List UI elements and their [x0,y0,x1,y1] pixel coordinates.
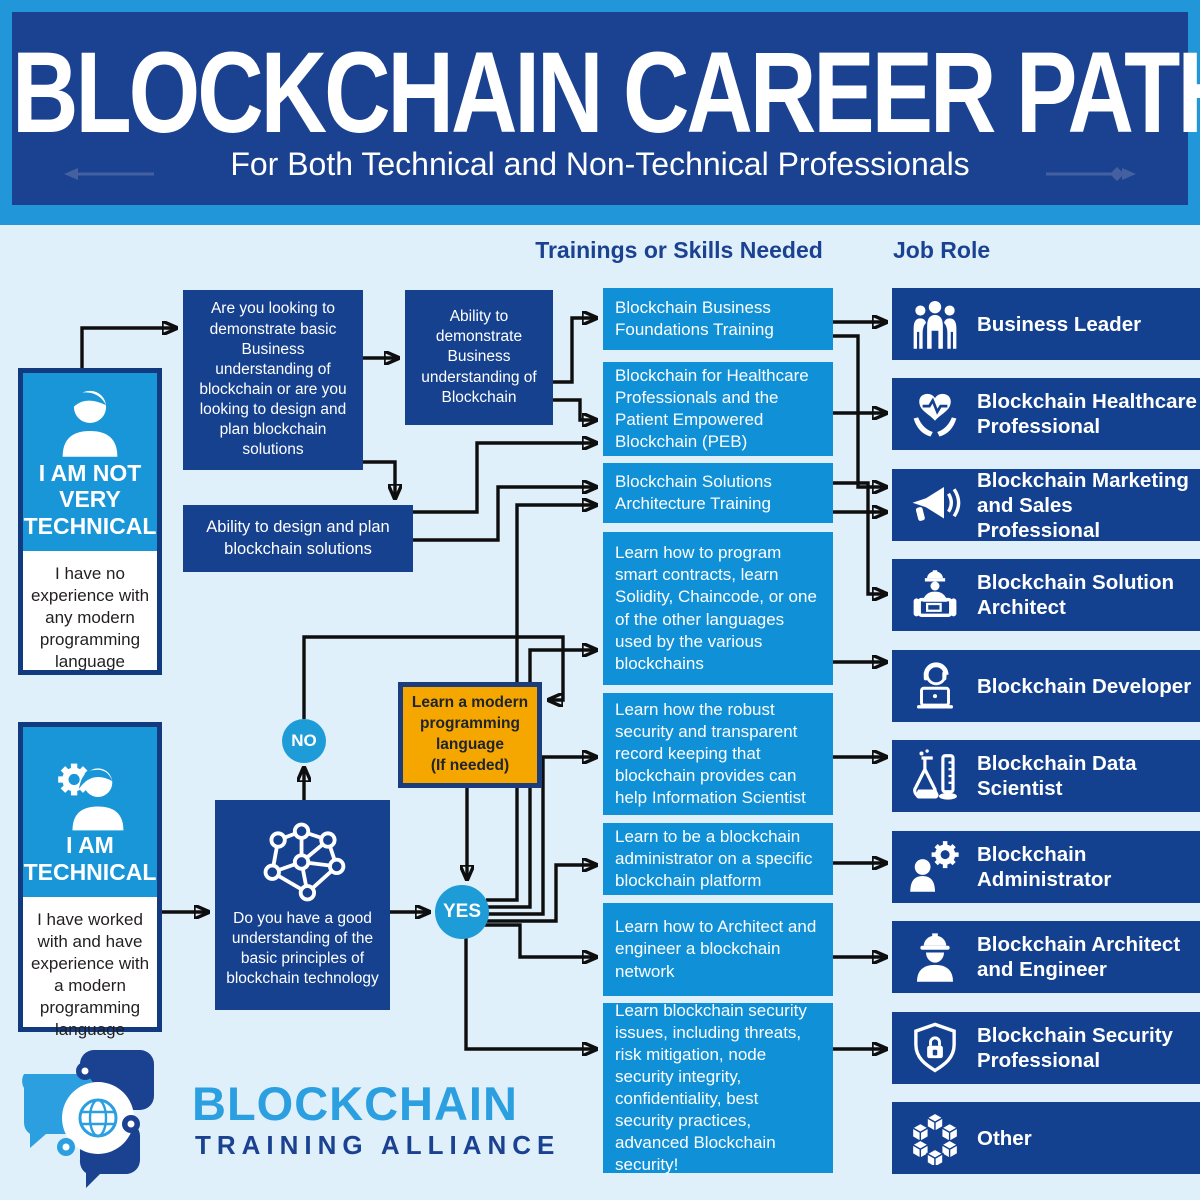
job-role-marketing-sales: Blockchain Marketing and Sales Professio… [892,468,1200,542]
learn-language-note: (If needed) [430,756,510,774]
learn-language-box: Learn a modern programming language (If … [398,682,542,788]
job-role-label: Blockchain Marketing and Sales Professio… [977,468,1189,542]
job-role-label: Blockchain Architect and Engineer [977,933,1181,981]
shield-lock-icon [914,1022,956,1073]
trainings-column-header: Trainings or Skills Needed [535,237,823,263]
training-box-6: Learn to be a blockchain administrator o… [603,823,833,895]
developer-laptop-icon [917,662,953,709]
training-box-7: Learn how to Architect and engineer a bl… [603,903,833,996]
ability-design-box: Ability to design and plan blockchain so… [183,505,413,572]
ability-demonstrate-box: Ability to demonstrate Business understa… [405,290,553,425]
question-principles-text: Do you have a good understanding of the … [226,909,379,988]
logo-wordmark: BLOCKCHAIN [192,1077,518,1130]
job-role-label: Blockchain Developer [977,674,1192,698]
job-role-label: Blockchain Administrator [977,843,1112,891]
job-role-column-header: Job Role [893,237,991,263]
job-role-label: Blockchain Security Professional [977,1024,1173,1072]
heart-hands-icon [913,393,957,437]
flask-cylinder-icon [913,749,957,800]
training-box-5: Learn how the robust security and transp… [603,693,833,815]
profile-label: I AM TECHNICAL [23,832,157,885]
profile-not-technical-header: I AM NOT VERY TECHNICAL [23,373,157,551]
no-decision-circle: NO [282,719,326,763]
gear-person-icon [58,763,124,831]
job-role-developer: Blockchain Developer [892,650,1200,722]
profile-label: I AM NOT VERY TECHNICAL [23,459,157,539]
question-principles-box: Do you have a good understanding of the … [215,800,390,1010]
page-subtitle: For Both Technical and Non-Technical Pro… [230,146,970,182]
job-role-label: Other [977,1126,1032,1150]
logo-subname: TRAINING ALLIANCE [195,1130,561,1160]
network-icon [263,822,345,902]
job-role-business-leader: Business Leader [892,288,1200,360]
job-role-architect-engineer: Blockchain Architect and Engineer [892,921,1200,993]
person-icon [62,390,118,457]
profile-technical: I AM TECHNICAL I have worked with and ha… [18,722,162,1039]
learn-language-text: Learn a modern programming language [411,694,529,753]
job-role-label: Blockchain Healthcare Professional [977,390,1197,438]
training-box-1: Blockchain Business Foundations Training [603,288,833,350]
architect-blueprint-icon [913,570,957,617]
training-box-2: Blockchain for Healthcare Professionals … [603,362,833,456]
profile-not-technical: I AM NOT VERY TECHNICAL I have no experi… [18,368,162,675]
training-box-8: Learn blockchain security issues, includ… [603,1001,833,1174]
megaphone-icon [912,487,961,521]
training-box-4: Learn how to program smart contracts, le… [603,532,833,685]
business-leader-group-icon [913,300,957,349]
job-role-healthcare-professional: Blockchain Healthcare Professional [892,378,1200,450]
job-role-administrator: Blockchain Administrator [892,831,1200,903]
training-box-3: Blockchain Solutions Architecture Traini… [603,463,833,523]
page-title: BLOCKCHAIN CAREER PATHS [12,29,1200,157]
job-role-other: Other [892,1102,1200,1174]
question-business-box: Are you looking to demonstrate basic Bus… [183,290,363,470]
right-divider-arrow-icon [1046,167,1136,181]
job-role-label: Business Leader [977,312,1142,336]
profile-description: I have no experience with any modern pro… [30,564,150,672]
hardhat-worker-icon [917,933,953,982]
job-role-label: Blockchain Solution Architect [977,571,1175,619]
cubes-icon [911,1112,959,1165]
profile-technical-header: I AM TECHNICAL [23,727,157,897]
job-role-security-professional: Blockchain Security Professional [892,1012,1200,1084]
job-role-data-scientist: Blockchain Data Scientist [892,740,1200,812]
header-frame: BLOCKCHAIN CAREER PATHS For Both Technic… [0,0,1200,225]
profile-description: I have worked with and have experience w… [30,910,150,1040]
job-role-solution-architect: Blockchain Solution Architect [892,559,1200,631]
admin-person-gear-icon [910,841,959,892]
blockchain-training-alliance-logo-icon [22,1050,154,1188]
header-band: BLOCKCHAIN CAREER PATHS For Both Technic… [12,12,1200,205]
yes-decision-circle: YES [435,885,489,939]
left-divider-arrow-icon [64,168,154,180]
job-role-label: Blockchain Data Scientist [977,752,1137,800]
